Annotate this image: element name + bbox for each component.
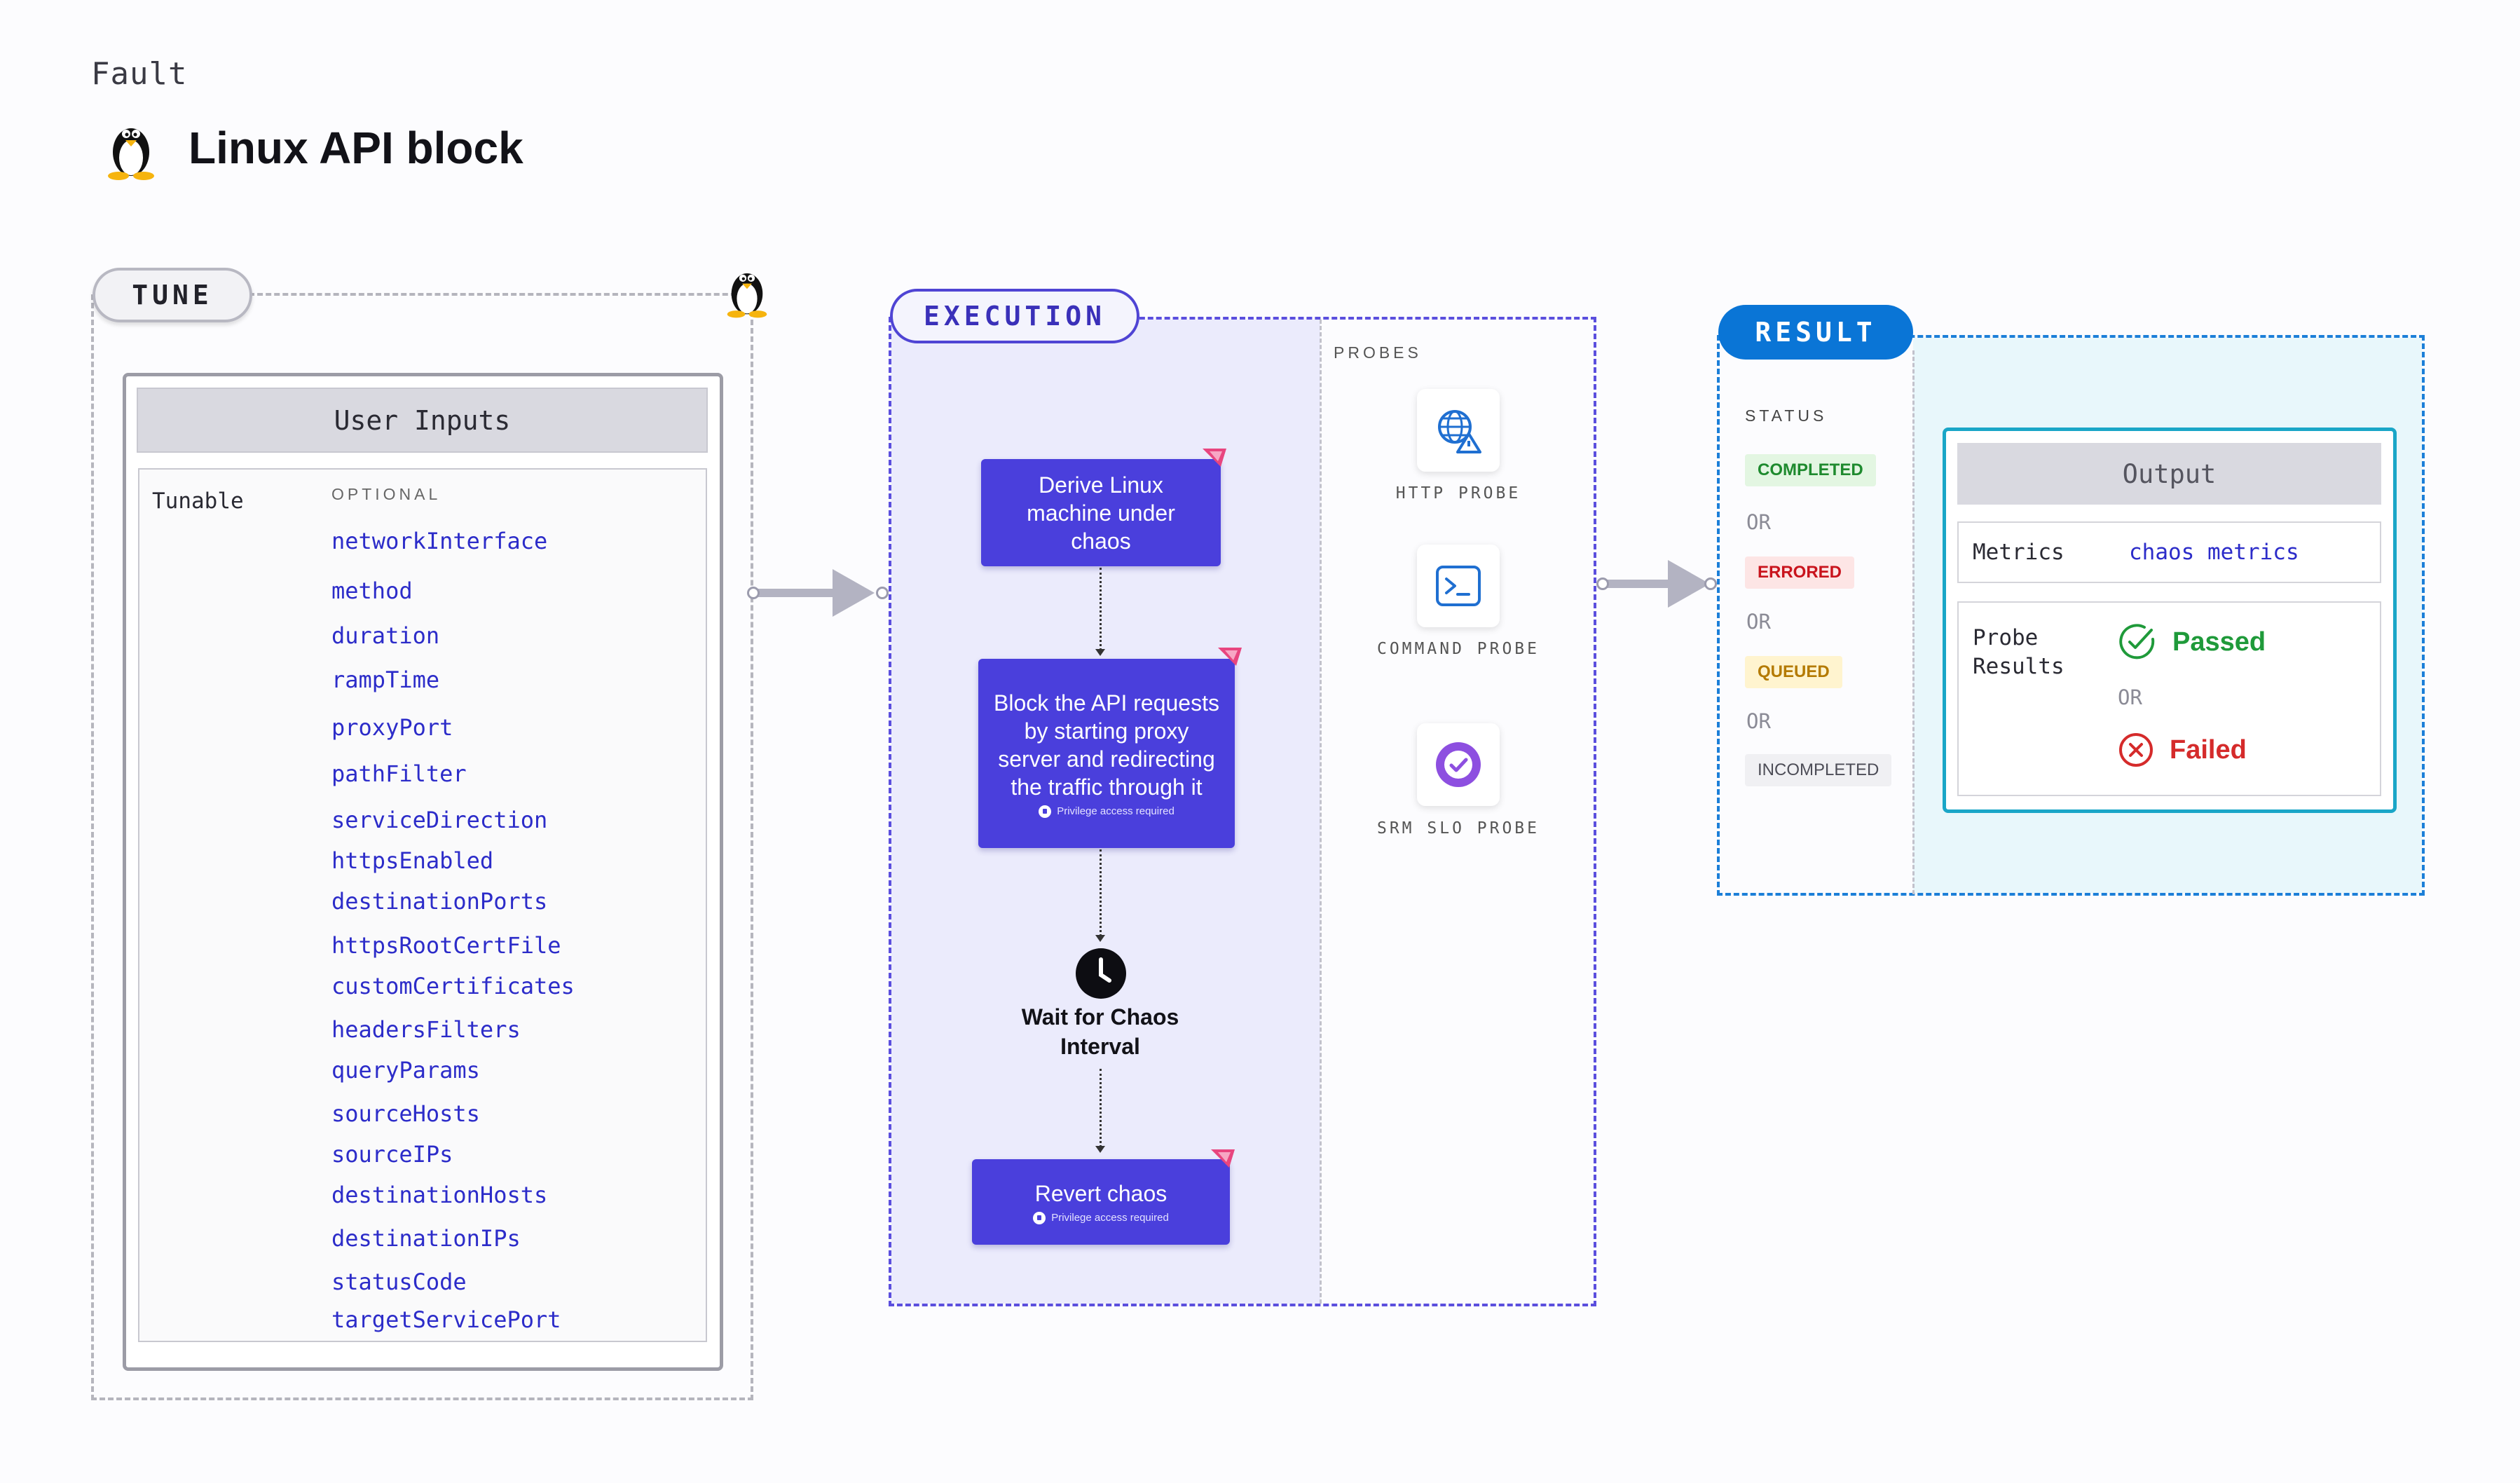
command-probe-label: COMMAND PROBE: [1376, 640, 1540, 658]
param-item: method: [331, 578, 413, 604]
probes-label: PROBES: [1334, 343, 1422, 362]
param-item: pathFilter: [331, 760, 467, 787]
connector-arrowhead: [1668, 560, 1710, 608]
connector-dot: [747, 587, 760, 599]
connector-arrowhead: [833, 569, 875, 617]
passed-label: Passed: [2172, 627, 2266, 657]
status-queued: QUEUED: [1745, 656, 1842, 688]
tune-frame-top: [249, 293, 753, 296]
or-text: OR: [1746, 510, 1771, 534]
globe-warning-icon: [1438, 410, 1481, 453]
probe-passed: Passed: [2118, 622, 2266, 662]
or-text: OR: [1746, 610, 1771, 634]
privilege-text: Privilege access required: [1057, 805, 1175, 817]
metrics-value: chaos metrics: [2129, 540, 2299, 565]
srm-slo-icon: [1436, 742, 1481, 787]
param-item: destinationIPs: [331, 1225, 521, 1252]
x-circle-icon: [2119, 733, 2153, 767]
output-header: Output: [1957, 443, 2381, 505]
param-item: rampTime: [331, 667, 440, 693]
title-row: Linux API block: [102, 116, 523, 180]
status-errored: ERRORED: [1745, 556, 1855, 589]
probe-results-label: Probe Results: [1973, 625, 2064, 679]
privilege-note: Privilege access required: [1033, 1212, 1169, 1224]
param-item: sourceIPs: [331, 1141, 453, 1168]
or-text: OR: [1746, 709, 1771, 733]
lock-icon: [1039, 805, 1052, 818]
result-frame: [1717, 335, 2425, 896]
param-item: customCertificates: [331, 973, 575, 999]
optional-label: OPTIONAL: [331, 485, 441, 503]
connector-dot: [876, 587, 889, 599]
param-item: duration: [331, 622, 440, 649]
param-item: headersFilters: [331, 1016, 521, 1043]
param-item: networkInterface: [331, 528, 548, 554]
clock-icon: [1076, 948, 1126, 999]
failed-label: Failed: [2170, 734, 2247, 765]
check-circle-icon: [2119, 624, 2155, 660]
param-item: httpsEnabled: [331, 847, 494, 874]
tunable-label: Tunable: [152, 488, 244, 514]
linux-penguin-icon: [727, 273, 767, 318]
privilege-text: Privilege access required: [1051, 1212, 1169, 1224]
execution-pill: EXECUTION: [890, 289, 1139, 343]
metrics-label: Metrics: [1973, 540, 2064, 565]
probe-results-row: [1957, 601, 2381, 796]
flow-line: [1100, 849, 1102, 936]
user-inputs-header: User Inputs: [137, 388, 708, 453]
chaos-badge-icon: [1218, 648, 1242, 666]
tune-frame: [91, 294, 753, 1400]
lock-icon: [1033, 1212, 1046, 1224]
page-title: Linux API block: [189, 123, 523, 173]
status-label: STATUS: [1745, 406, 1828, 425]
param-item: serviceDirection: [331, 807, 548, 833]
user-inputs-body: [138, 468, 707, 1342]
result-divider: [1912, 350, 1915, 894]
execution-frame: [889, 317, 1596, 1306]
privilege-note: Privilege access required: [1039, 805, 1175, 818]
linux-penguin-icon: [108, 128, 154, 180]
probe-failed: Failed: [2118, 732, 2247, 768]
step-derive-machine: Derive Linux machine under chaos: [981, 459, 1221, 566]
or-text: OR: [2118, 685, 2142, 709]
status-incompleted: INCOMPLETED: [1745, 754, 1892, 786]
param-item: statusCode: [331, 1269, 467, 1295]
chaos-badge-icon: [1203, 449, 1226, 467]
http-probe-card: [1417, 389, 1500, 472]
command-probe-card: [1417, 545, 1500, 627]
flow-arrowhead: [1095, 935, 1105, 942]
tune-pill: TUNE: [93, 268, 252, 322]
step-label: Block the API requests by starting proxy…: [994, 690, 1219, 800]
connector-dot: [1704, 578, 1717, 590]
result-pill: RESULT: [1718, 305, 1913, 360]
param-item: targetServicePort: [331, 1306, 561, 1333]
step-revert-chaos: Revert chaos Privilege access required: [972, 1159, 1230, 1245]
flow-line: [1100, 1069, 1102, 1147]
flow-line: [1100, 568, 1102, 650]
param-item: sourceHosts: [331, 1100, 480, 1127]
connector-dot: [1596, 578, 1609, 590]
param-item: destinationPorts: [331, 888, 548, 915]
chaos-badge-icon: [1211, 1149, 1235, 1168]
step-block-api: Block the API requests by starting proxy…: [978, 659, 1235, 848]
srm-slo-probe-card: [1417, 723, 1500, 806]
fault-eyebrow: Fault: [91, 56, 188, 92]
step-wait-chaos-interval: Wait for Chaos Interval: [1021, 1004, 1179, 1059]
flow-arrowhead: [1095, 649, 1105, 656]
metrics-row: [1957, 521, 2381, 583]
flow-arrowhead: [1095, 1146, 1105, 1153]
srm-slo-probe-label: SRM SLO PROBE: [1376, 819, 1540, 838]
step-label: Derive Linux machine under chaos: [1027, 472, 1175, 554]
param-item: httpsRootCertFile: [331, 932, 561, 959]
param-item: destinationHosts: [331, 1182, 548, 1208]
terminal-icon: [1436, 566, 1481, 606]
step-label: Revert chaos: [1034, 1181, 1167, 1206]
param-item: queryParams: [331, 1057, 480, 1084]
connector-line: [1598, 580, 1672, 588]
connector-line: [754, 589, 837, 597]
param-item: proxyPort: [331, 714, 453, 741]
execution-divider: [1320, 320, 1322, 1304]
status-completed: COMPLETED: [1745, 454, 1876, 486]
http-probe-label: HTTP PROBE: [1395, 484, 1521, 503]
